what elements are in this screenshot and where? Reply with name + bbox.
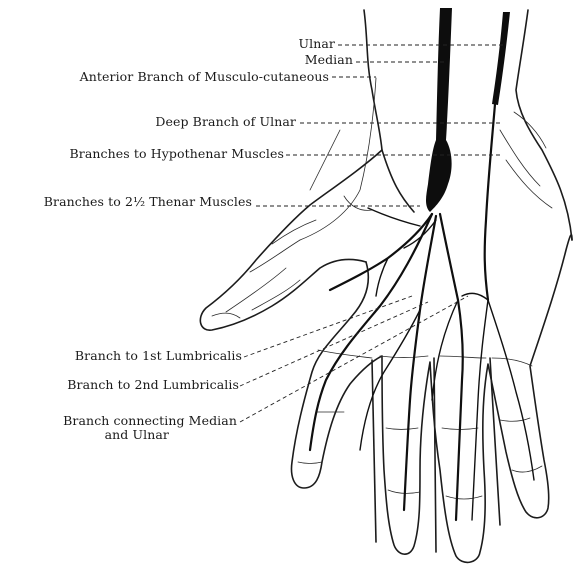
label-lumbricalis-2: Branch to 2nd Lumbricalis [67, 378, 239, 392]
leader-lumbricalis-2 [240, 302, 428, 386]
label-ulnar: Ulnar [298, 37, 335, 51]
forearm-right-contour [516, 10, 572, 240]
thumb-contour [200, 150, 382, 330]
leader-lumbricalis-1 [244, 296, 412, 357]
crease [492, 358, 532, 366]
median-nerve [426, 8, 452, 212]
thumb-nail [212, 313, 240, 318]
cutaneous-branch [310, 130, 340, 190]
crease [386, 428, 418, 430]
crease [380, 356, 428, 358]
finger-slit-2 [434, 358, 436, 552]
median-nerve-branch [432, 300, 458, 400]
label-connecting-line1: Branch connecting Median [63, 414, 237, 428]
cutaneous-branch [250, 240, 300, 272]
communicating-branch [462, 293, 488, 300]
crease [512, 466, 542, 472]
ulnar-nerve [492, 12, 510, 105]
cutaneous-branch [272, 220, 316, 244]
cutaneous-branch [300, 78, 376, 240]
crease [446, 496, 482, 499]
label-anterior-branch: Anterior Branch of Musculo-cutaneous [80, 70, 329, 84]
cutaneous-branch [506, 160, 552, 208]
finger-slit-3 [490, 358, 500, 525]
median-nerve-branch [440, 214, 463, 520]
crease [500, 418, 530, 421]
cutaneous-branch [252, 280, 300, 310]
label-connecting-line2: and Ulnar [105, 428, 169, 442]
label-hypothenar: Branches to Hypothenar Muscles [69, 147, 284, 161]
forearm-left-contour [364, 10, 414, 212]
median-nerve-branch [310, 214, 432, 450]
crease [298, 462, 322, 464]
label-median: Median [305, 53, 353, 67]
label-deep-branch-ulnar: Deep Branch of Ulnar [155, 115, 296, 129]
ulnar-nerve-continuation [485, 104, 495, 300]
label-thenar: Branches to 2½ Thenar Muscles [44, 195, 252, 209]
label-lumbricalis-1: Branch to 1st Lumbricalis [75, 349, 242, 363]
cutaneous-branch [226, 268, 286, 312]
